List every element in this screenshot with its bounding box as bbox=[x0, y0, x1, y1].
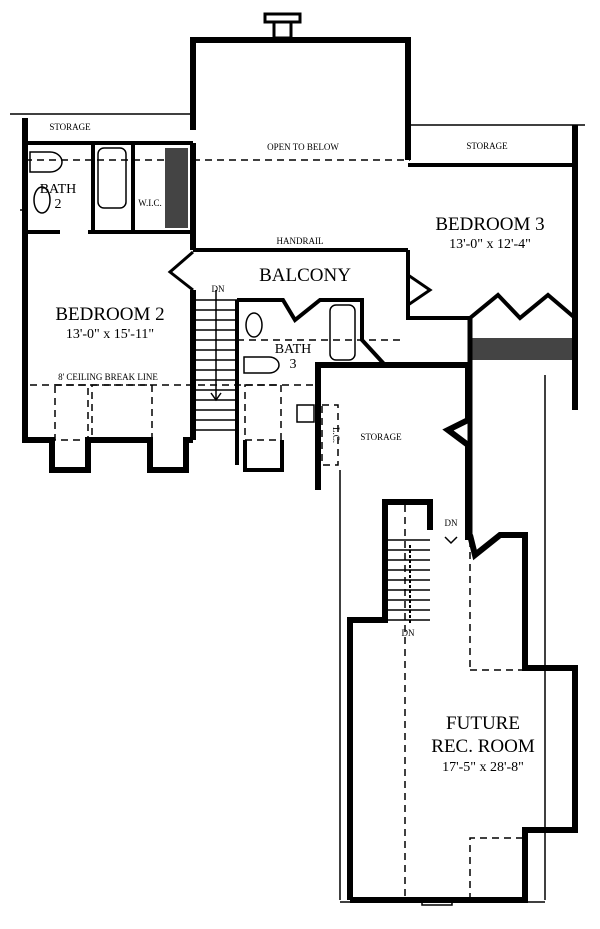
bath-2-number: 2 bbox=[55, 197, 62, 212]
ceiling-break-line-label: 8' CEILING BREAK LINE bbox=[58, 372, 158, 382]
bath-2-label: BATH bbox=[40, 182, 77, 197]
bedroom-3-dimensions: 13'-0" x 12'-4" bbox=[449, 237, 531, 252]
rec-room-dimensions: 17'-5" x 28'-8" bbox=[442, 760, 524, 775]
storage-walls bbox=[315, 362, 546, 900]
stair-dn-label: DN bbox=[212, 284, 225, 294]
bedroom-2-dimensions: 13'-0" x 15'-11" bbox=[66, 327, 154, 342]
linen-closet-label: L.C. bbox=[331, 427, 341, 443]
storage-right-label: STORAGE bbox=[466, 141, 508, 151]
rec-dn-label: DN bbox=[445, 518, 458, 528]
left-wing-walls bbox=[10, 113, 193, 473]
stair-2-dn-label: DN bbox=[402, 628, 415, 638]
rec-room-walls bbox=[340, 499, 578, 906]
storage-left-label: STORAGE bbox=[49, 122, 91, 132]
bath-3-label: BATH bbox=[275, 342, 312, 357]
chimney bbox=[263, 12, 302, 40]
bedroom-2-label: BEDROOM 2 bbox=[55, 304, 164, 325]
right-wing-walls bbox=[406, 124, 585, 540]
handrail-label: HANDRAIL bbox=[277, 236, 324, 246]
bedroom-3-label: BEDROOM 3 bbox=[435, 214, 544, 235]
bath-3-walls bbox=[30, 298, 405, 472]
stair-1 bbox=[190, 290, 239, 465]
balcony-label: BALCONY bbox=[259, 265, 351, 286]
rec-room-label-1: FUTURE bbox=[446, 713, 520, 734]
rec-room-label-2: REC. ROOM bbox=[431, 736, 535, 757]
closet-rod-2 bbox=[472, 338, 572, 360]
storage-mid-label: STORAGE bbox=[360, 432, 402, 442]
open-to-below-label: OPEN TO BELOW bbox=[267, 142, 339, 152]
closet-rod bbox=[165, 148, 188, 228]
bath-3-number: 3 bbox=[290, 357, 297, 372]
wic-label: W.I.C. bbox=[138, 198, 161, 208]
